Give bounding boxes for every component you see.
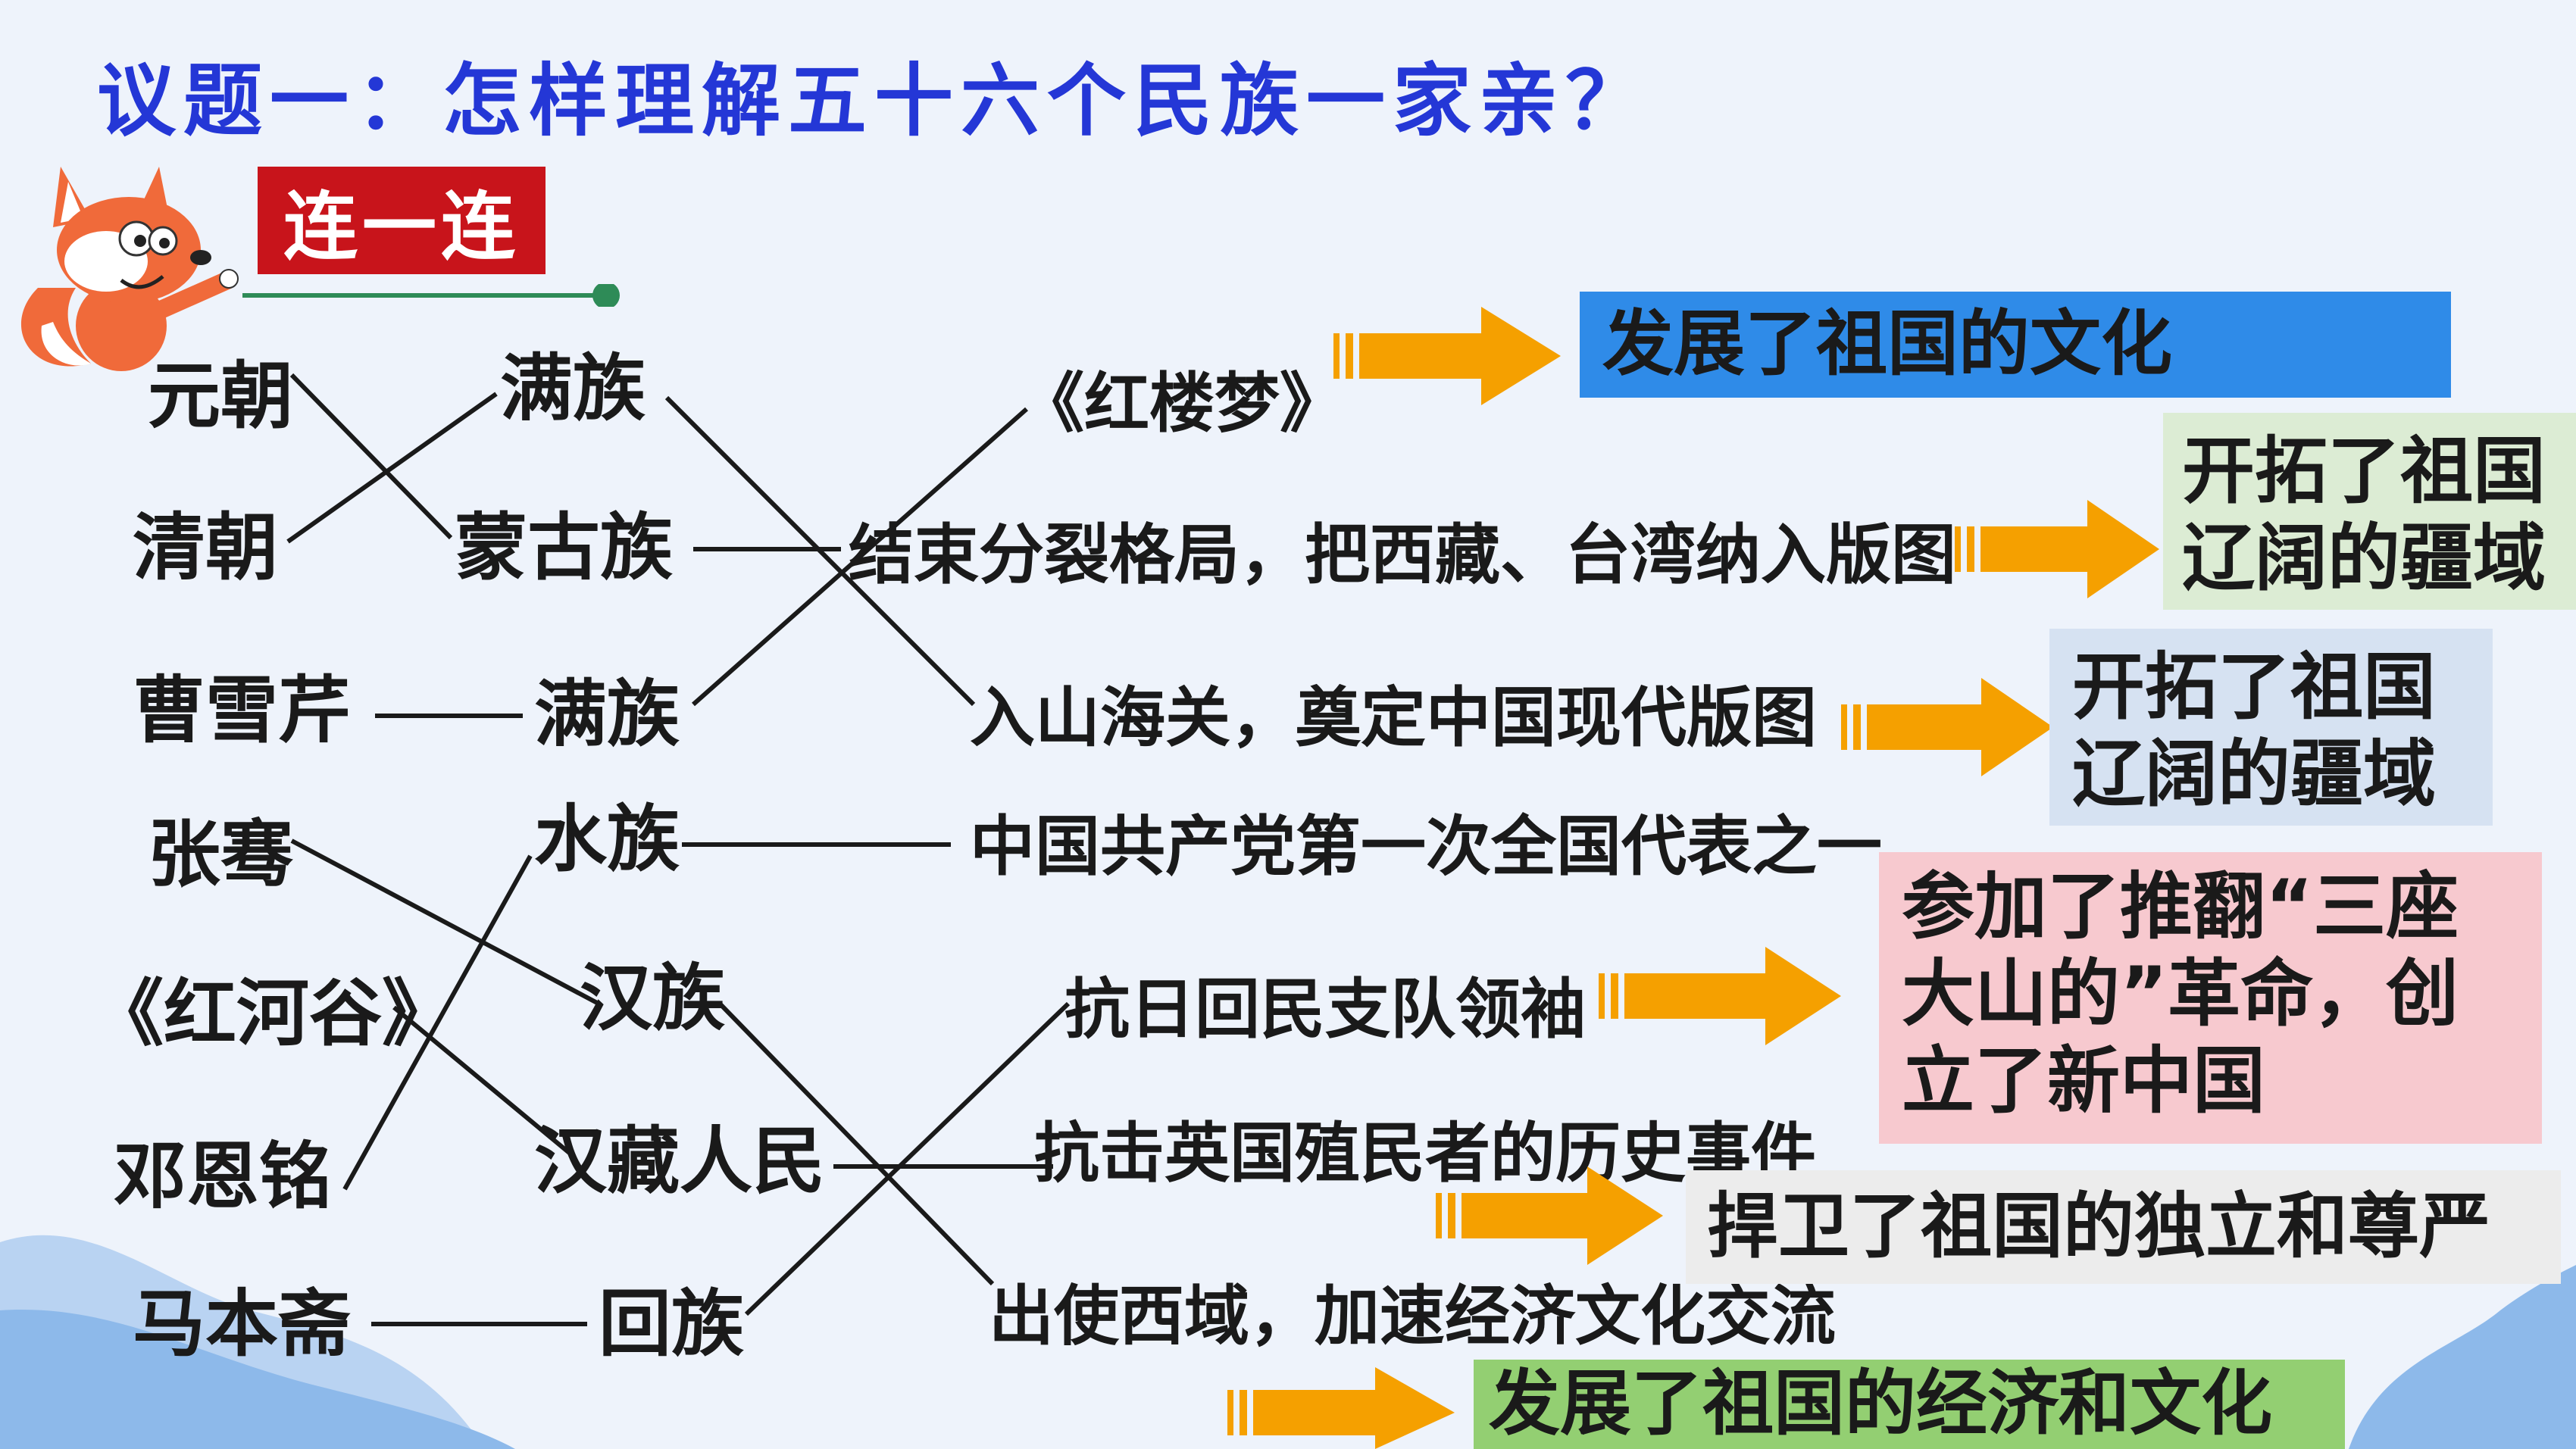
left-item-deng-enming: 邓恩铭 [114,1134,332,1219]
result-territory-1-line-2: 辽阔的疆域 [2182,516,2546,601]
arrow-right-icon [1955,500,2159,598]
result-revolution-line-3: 立了新中国 [1902,1038,2265,1124]
arrow-right-icon [1599,947,1841,1045]
left-item-red-river-valley: 《红河谷》 [91,971,455,1056]
result-box-territory-1: 开拓了祖国 辽阔的疆域 [2163,413,2576,610]
left-item-cao-xueqin: 曹雪芹 [133,668,351,753]
middle-item-shui: 水族 [534,797,680,882]
event-first-cpc-congress: 中国共产党第一次全国代表之一 [970,809,1882,885]
middle-item-manchu-2: 满族 [534,672,680,757]
middle-item-han: 汉族 [580,956,725,1041]
arrow-right-icon [1333,307,1561,405]
result-revolution-line-2: 大山的”革命，创 [1902,951,2459,1037]
middle-item-hui: 回族 [599,1282,744,1366]
middle-item-manchu-1: 满族 [500,346,646,431]
badge-underline [242,284,620,307]
arrow-right-icon [1436,1166,1663,1265]
event-anti-japanese-leader: 抗日回民支队领袖 [1064,972,1586,1048]
event-end-division: 结束分裂格局，把西藏、台湾纳入版图 [849,517,1956,593]
wave-decoration-left [0,1235,515,1449]
arrow-right-icon [1841,678,2053,776]
left-item-ma-benzhai: 马本斋 [133,1282,351,1366]
result-culture-text: 发展了祖国的文化 [1602,302,2173,386]
result-economy-culture-text: 发展了祖国的经济和文化 [1489,1362,2273,1445]
event-shanhai-pass: 入山海关，奠定中国现代版图 [970,680,1817,756]
wave-decoration-right [2349,1265,2576,1449]
result-territory-2-line-1: 开拓了祖国 [2072,645,2436,729]
event-western-regions: 出使西域，加速经济文化交流 [989,1279,1836,1354]
left-item-qing-dynasty: 清朝 [133,505,278,590]
result-territory-1-line-1: 开拓了祖国 [2182,429,2546,514]
fox-mascot-icon [20,167,239,371]
result-revolution-line-1: 参加了推翻“三座 [1902,864,2459,949]
result-box-culture: 发展了祖国的文化 [1580,292,2451,398]
middle-item-han-tibetan: 汉藏人民 [534,1119,825,1204]
result-independence-text: 捍卫了祖国的独立和尊严 [1707,1185,2491,1268]
badge-connect: 连一连 [258,167,546,274]
arrow-right-icon [1227,1367,1455,1449]
result-box-economy-culture: 发展了祖国的经济和文化 [1474,1360,2345,1449]
left-item-zhang-qian: 张骞 [148,812,293,897]
event-dream-red-mansions: 《红楼梦》 [1019,366,1345,442]
result-box-independence: 捍卫了祖国的独立和尊严 [1686,1170,2561,1284]
result-box-territory-2: 开拓了祖国 辽阔的疆域 [2049,629,2493,826]
result-box-revolution: 参加了推翻“三座 大山的”革命，创 立了新中国 [1879,852,2542,1144]
result-territory-2-line-2: 辽阔的疆域 [2072,732,2436,817]
middle-item-mongol: 蒙古族 [455,505,673,590]
left-item-yuan-dynasty: 元朝 [148,354,293,439]
page-title: 议题一：怎样理解五十六个民族一家亲？ [97,54,1652,147]
